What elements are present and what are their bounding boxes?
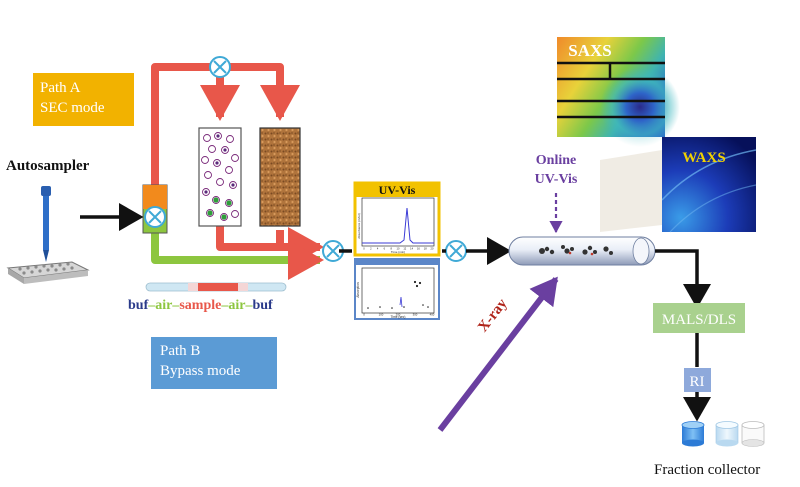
segment-air: air <box>228 298 246 313</box>
tick-label: 100 <box>379 313 384 317</box>
tick-label: 200 <box>396 313 401 317</box>
path-a-line1: Path A <box>40 80 81 96</box>
autosampler-icon <box>6 186 90 284</box>
tick-label: 20 <box>431 247 434 251</box>
bypass-path <box>151 230 324 280</box>
sec-path <box>151 63 324 267</box>
sec-column-1 <box>198 127 242 227</box>
path-b-line1: Path B <box>160 343 201 359</box>
tick-label: 16 <box>417 247 420 251</box>
path-b-line2: Bypass mode <box>160 363 241 379</box>
ri-label: RI <box>690 374 705 390</box>
valve-icon <box>144 206 166 228</box>
valve-icon <box>322 240 344 262</box>
saxs-image <box>557 37 680 147</box>
capillary-tube <box>508 236 656 266</box>
saxs-label: SAXS <box>568 41 611 60</box>
chart1-xlabel: Time (min) <box>391 250 405 254</box>
segment-buf: buf <box>252 298 273 313</box>
tick-label: 300 <box>413 313 418 317</box>
waxs-label: WAXS <box>682 150 725 166</box>
online-uvvis-line1: Online <box>536 153 576 168</box>
path-a-box <box>33 73 134 126</box>
tick-label: 18 <box>424 247 427 251</box>
tick-label: 400 <box>430 313 435 317</box>
valve-icon <box>445 240 467 262</box>
tick-label: 0 <box>363 247 365 251</box>
segment-air: air <box>155 298 173 313</box>
xray-label: X-ray <box>475 295 511 335</box>
path-b-box <box>151 337 277 389</box>
chart1-ylabel: Absorbance (mAU) <box>357 213 361 239</box>
tick-label: 4 <box>377 247 379 251</box>
tick-label: 0 <box>363 313 365 317</box>
chart2-xlabel: Time (sec) <box>391 315 406 319</box>
segment-legend: buf–air–sample–air–buf <box>128 298 273 313</box>
sec-column-2 <box>259 127 301 227</box>
path-a-line2: SEC mode <box>40 100 105 116</box>
flow-arrow <box>655 249 711 309</box>
sample-tube <box>145 282 287 292</box>
path-b-label: Path B Bypass mode <box>160 341 240 381</box>
xray-arrow <box>437 276 559 432</box>
mals-dls-box <box>653 303 745 333</box>
mals-dls-label: MALS/DLS <box>662 312 736 328</box>
tick-label: 2 <box>370 247 372 251</box>
segment-buf: buf <box>128 298 149 313</box>
chart2-xticks: 0 100 200 300 400 <box>363 313 435 317</box>
tick-label: 12 <box>403 247 406 251</box>
scatter-cone <box>600 150 662 232</box>
online-uvvis-line2: UV-Vis <box>535 172 578 187</box>
ri-box <box>684 368 711 392</box>
path-a-label: Path A SEC mode <box>40 78 105 118</box>
tick-label: 8 <box>390 247 392 251</box>
tick-label: 10 <box>397 247 400 251</box>
uvvis-title: UV-Vis <box>379 183 416 197</box>
tick-label: 14 <box>410 247 413 251</box>
valve-icon <box>209 56 231 78</box>
autosampler-label: Autosampler <box>6 158 90 174</box>
chart2-ylabel: Absorption <box>356 282 360 297</box>
uvvis-panel <box>353 181 441 320</box>
waxs-image <box>661 137 757 233</box>
fraction-collector-icon <box>681 421 765 447</box>
tick-label: 6 <box>384 247 386 251</box>
segment-sample: sample <box>179 298 222 313</box>
fraction-collector-label: Fraction collector <box>654 462 761 478</box>
